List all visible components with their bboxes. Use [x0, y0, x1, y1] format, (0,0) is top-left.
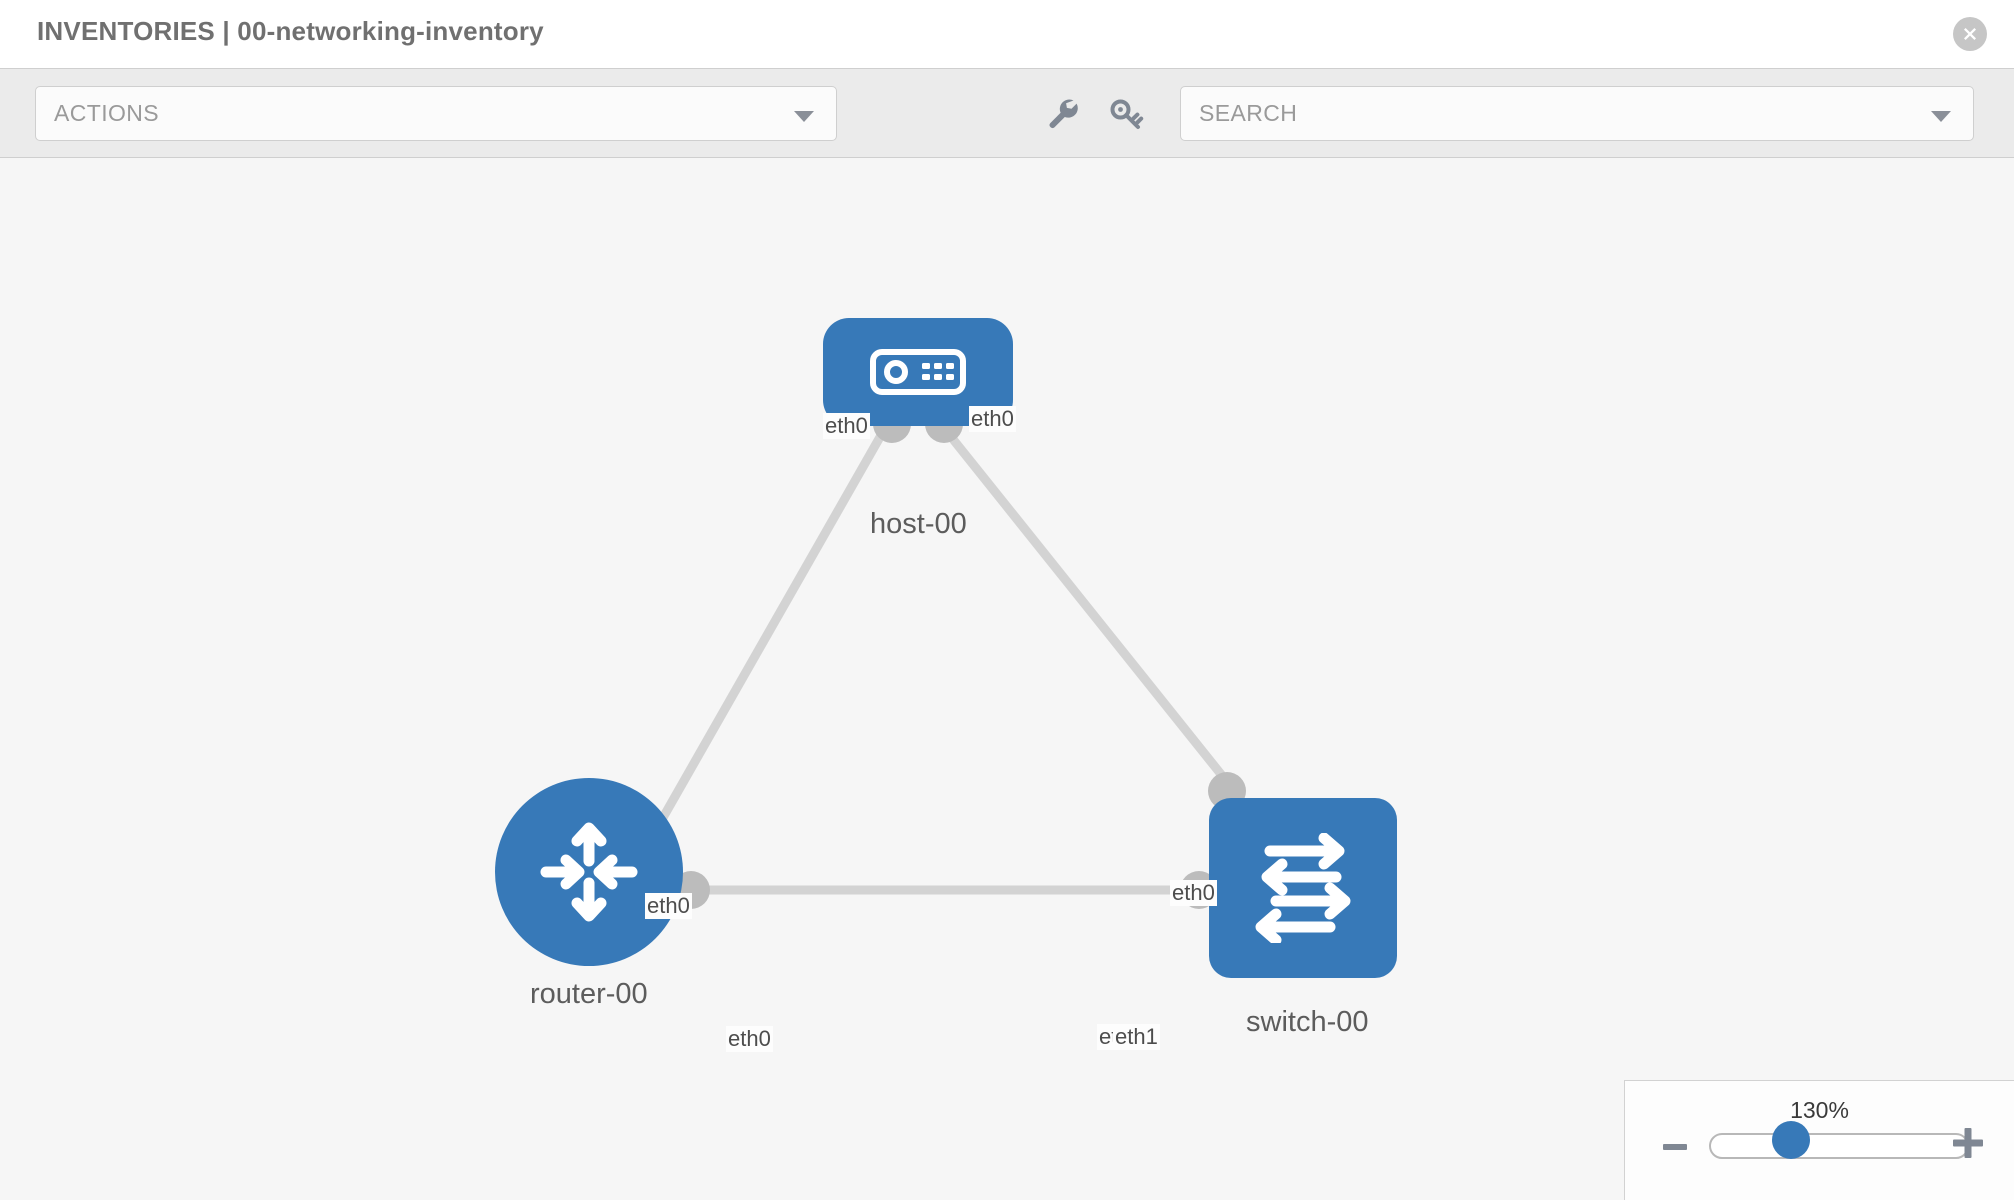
server-icon [870, 349, 966, 395]
switch-00-label: switch-00 [1244, 1006, 1371, 1039]
switch-arrows-icon [1255, 833, 1351, 943]
page-title: INVENTORIES | 00-networking-inventory [37, 16, 544, 46]
router-00-label: router-00 [528, 978, 650, 1011]
topology-edges [616, 420, 1236, 896]
search-placeholder: SEARCH [1199, 100, 1298, 126]
edge-label-router-up: eth0 [645, 893, 692, 919]
zoom-control-panel: 130% [1624, 1080, 2014, 1200]
actions-dropdown-label: ACTIONS [54, 100, 160, 126]
wrench-icon[interactable] [1040, 91, 1084, 135]
edge-label-host-left: eth0 [823, 413, 870, 439]
key-icon[interactable] [1104, 91, 1148, 135]
edge-label-switch-up: eth0 [1170, 880, 1217, 906]
chevron-down-icon[interactable] [1931, 111, 1951, 122]
zoom-slider[interactable] [1709, 1133, 1969, 1159]
actions-dropdown[interactable]: ACTIONS [35, 86, 837, 141]
chevron-down-icon [794, 111, 814, 122]
toolbar: ACTIONS SEARCH [0, 68, 2014, 158]
page-header: INVENTORIES | 00-networking-inventory [0, 0, 2014, 68]
edge-label-host-right: eth0 [969, 406, 1016, 432]
router-00-shape[interactable] [495, 778, 683, 966]
close-icon[interactable] [1953, 17, 1987, 51]
topology-canvas[interactable]: host-00 eth0 eth0 [0, 158, 2014, 1200]
host-00-label: host-00 [868, 508, 969, 541]
zoom-slider-thumb[interactable] [1772, 1121, 1810, 1159]
search-input[interactable]: SEARCH [1180, 86, 1974, 141]
edge-label-switch-left-eth1: eth1 [1113, 1024, 1160, 1050]
switch-00-shape[interactable] [1209, 798, 1397, 978]
plus-icon[interactable] [1950, 1125, 1986, 1161]
zoom-level-value: 130% [1790, 1097, 1849, 1123]
edge-label-router-right: eth0 [726, 1026, 773, 1052]
router-arrows-icon [540, 822, 638, 922]
minus-icon[interactable] [1661, 1133, 1689, 1161]
